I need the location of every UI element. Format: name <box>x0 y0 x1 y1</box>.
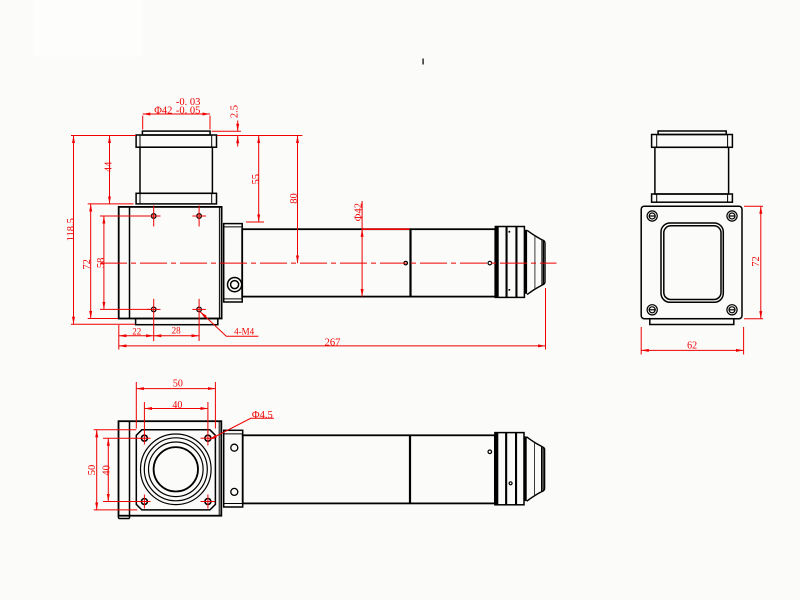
svg-text:40: 40 <box>101 465 112 476</box>
svg-text:72: 72 <box>82 259 93 270</box>
svg-text:62: 62 <box>687 340 697 351</box>
svg-text:-0. 03: -0. 03 <box>176 97 201 108</box>
svg-text:-0. 05: -0. 05 <box>176 105 201 116</box>
svg-text:44: 44 <box>104 161 115 172</box>
svg-text:2.5: 2.5 <box>230 105 241 118</box>
svg-text:58: 58 <box>96 258 107 269</box>
svg-text:118.5: 118.5 <box>66 218 77 241</box>
svg-text:72: 72 <box>751 256 762 267</box>
svg-text:50: 50 <box>173 378 183 389</box>
svg-text:22: 22 <box>132 326 141 336</box>
svg-text:Φ42: Φ42 <box>353 203 364 221</box>
svg-text:267: 267 <box>325 338 341 349</box>
svg-text:Φ42: Φ42 <box>154 105 172 116</box>
svg-text:28: 28 <box>172 325 182 335</box>
svg-text:4-M4: 4-M4 <box>234 327 254 337</box>
svg-text:Φ4.5: Φ4.5 <box>252 410 273 421</box>
svg-text:80: 80 <box>289 193 300 204</box>
svg-text:55: 55 <box>251 174 262 185</box>
svg-text:40: 40 <box>172 400 182 411</box>
svg-text:50: 50 <box>87 465 98 476</box>
